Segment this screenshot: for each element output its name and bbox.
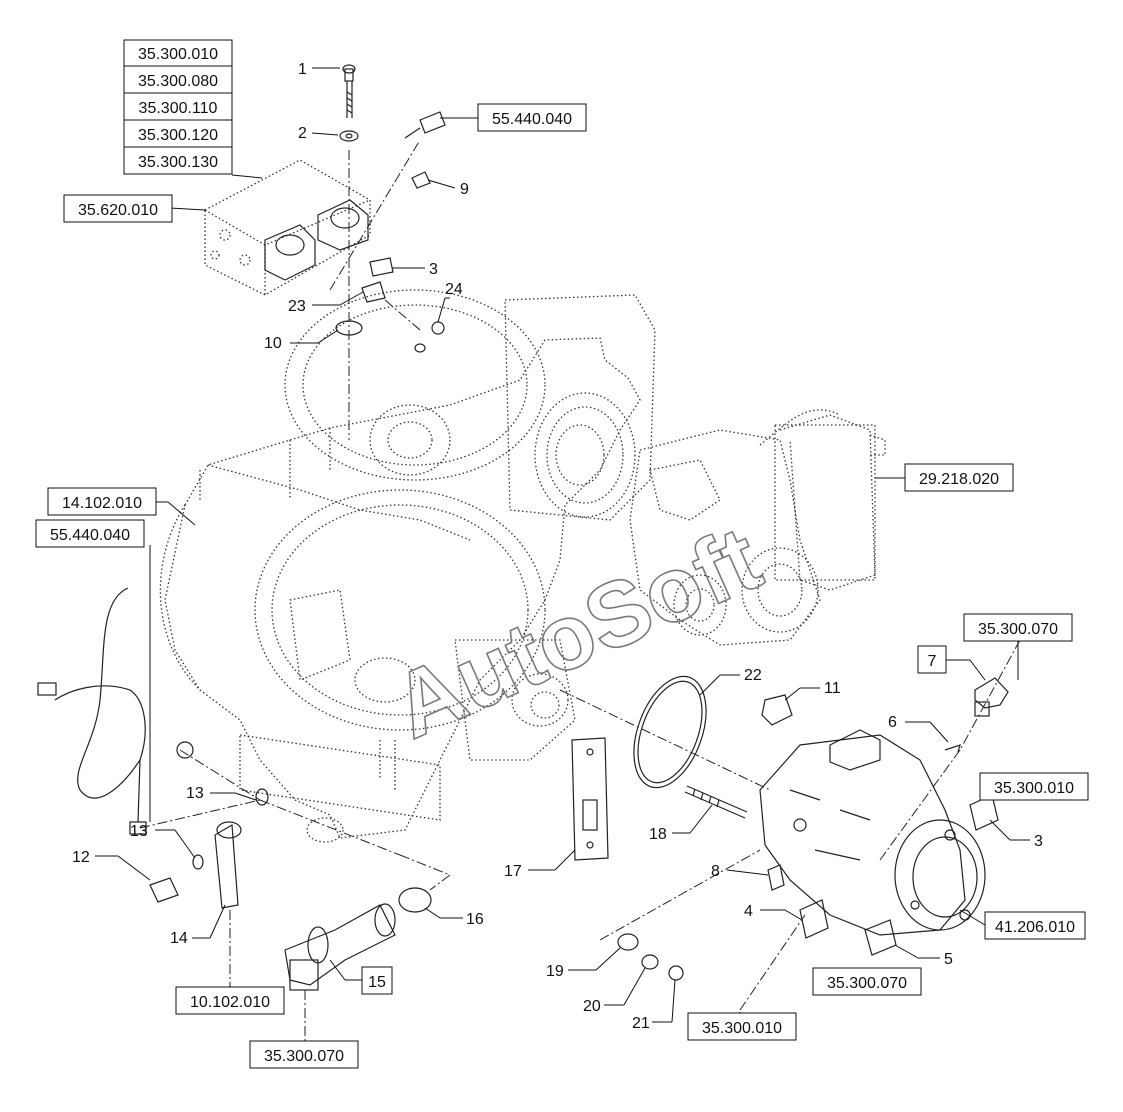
- reference-box-14-102-010: 14.102.010: [47, 487, 157, 516]
- callout-5: 5: [944, 951, 953, 968]
- ref-label: 10.102.010: [190, 994, 270, 1011]
- callout-22: 22: [744, 667, 762, 684]
- reference-box-10-102-010: 10.102.010: [175, 986, 285, 1015]
- ref-label: 35.300.070: [827, 975, 907, 992]
- left-fittings: [149, 741, 432, 913]
- reference-box-29-218-020: 29.218.020: [904, 463, 1014, 492]
- sensor-cable: [37, 587, 147, 835]
- callout-9: 9: [460, 181, 469, 198]
- ref-label: 35.620.010: [78, 202, 158, 219]
- boxed-number-15: 15: [361, 966, 393, 995]
- autosoft-watermark: AutoSoft: [379, 507, 775, 758]
- callout-24: 24: [445, 281, 463, 298]
- callout-1: 1: [298, 61, 307, 78]
- callout-19: 19: [546, 963, 564, 980]
- callout-13-upper: 13: [186, 785, 204, 802]
- valve-fittings: [335, 111, 446, 353]
- reference-box-35-300-010-a: 35.300.010: [123, 39, 233, 67]
- callout-4: 4: [744, 903, 753, 920]
- boxed-number-7: 7: [917, 645, 947, 674]
- callout-3: 3: [429, 261, 438, 278]
- transmission-housing: [159, 289, 656, 843]
- callout-21: 21: [632, 1015, 650, 1032]
- reference-box-35-300-010-right: 35.300.010: [979, 772, 1089, 801]
- ref-label: 55.440.040: [492, 111, 572, 128]
- ref-label: 29.218.020: [919, 471, 999, 488]
- reference-box-55-440-040-left: 55.440.040: [35, 519, 145, 548]
- callout-8: 8: [711, 863, 720, 880]
- ref-label: 35.300.010: [994, 780, 1074, 797]
- callout-16: 16: [466, 911, 484, 928]
- reference-box-35-300-010-bottom: 35.300.010: [687, 1012, 797, 1041]
- ref-label: 14.102.010: [62, 495, 142, 512]
- callout-18: 18: [649, 826, 667, 843]
- callout-6: 6: [888, 714, 897, 731]
- ref-label: 35.300.080: [138, 73, 218, 90]
- callout-23: 23: [288, 298, 306, 315]
- elbow-fitting: [284, 903, 396, 991]
- callout-2: 2: [298, 125, 307, 142]
- callout-14: 14: [170, 930, 188, 947]
- ref-label: 35.300.010: [138, 46, 218, 63]
- valve-block: [204, 159, 371, 296]
- bolt-and-washer: [339, 64, 359, 142]
- ref-label: 35.300.070: [264, 1048, 344, 1065]
- reference-box-35-620-010: 35.620.010: [63, 194, 173, 223]
- callout-10: 10: [264, 335, 282, 352]
- large-o-ring: [633, 675, 707, 789]
- reference-box-41-206-010: 41.206.010: [984, 911, 1086, 940]
- right-small-parts: [617, 677, 1009, 981]
- callout-11: 11: [824, 680, 841, 697]
- ref-label: 35.300.070: [978, 621, 1058, 638]
- ref-label: 41.206.010: [995, 919, 1075, 936]
- boxed-number-label: 7: [928, 653, 937, 670]
- reference-box-35-300-070-bottom: 35.300.070: [249, 1040, 359, 1069]
- hydraulic-pump: [759, 729, 986, 936]
- reference-box-55-440-040-top: 55.440.040: [477, 103, 587, 132]
- center-lines: [139, 139, 1021, 1040]
- reference-box-35-300-110: 35.300.110: [123, 92, 233, 121]
- leader-lines: [95, 67, 1030, 1042]
- ref-label: 35.300.010: [702, 1020, 782, 1037]
- callout-13-lower: 13: [130, 823, 148, 840]
- reference-box-35-300-070-top: 35.300.070: [963, 613, 1073, 642]
- ref-label: 35.300.120: [138, 127, 218, 144]
- callout-20: 20: [583, 998, 601, 1015]
- large-o-ring-inner: [637, 680, 703, 784]
- pump-assembly: [629, 409, 886, 646]
- callout-numbers: 1 2 9 3 23 24 10 22 11 6 3 13 13 12 14 1…: [72, 61, 1043, 1032]
- ref-label: 35.300.110: [139, 100, 218, 117]
- reference-box-35-300-120: 35.300.120: [123, 119, 233, 148]
- callout-12: 12: [72, 849, 90, 866]
- ref-label: 55.440.040: [50, 527, 130, 544]
- reference-box-35-300-070-right: 35.300.070: [812, 967, 922, 996]
- stud: [684, 785, 748, 819]
- boxed-number-label: 15: [368, 974, 386, 991]
- callout-3-right: 3: [1034, 833, 1043, 850]
- sight-gauge: [571, 737, 609, 861]
- ref-label: 35.300.130: [138, 154, 218, 171]
- callout-17: 17: [504, 863, 522, 880]
- reference-box-35-300-130: 35.300.130: [123, 146, 233, 175]
- reference-box-35-300-080: 35.300.080: [123, 65, 233, 94]
